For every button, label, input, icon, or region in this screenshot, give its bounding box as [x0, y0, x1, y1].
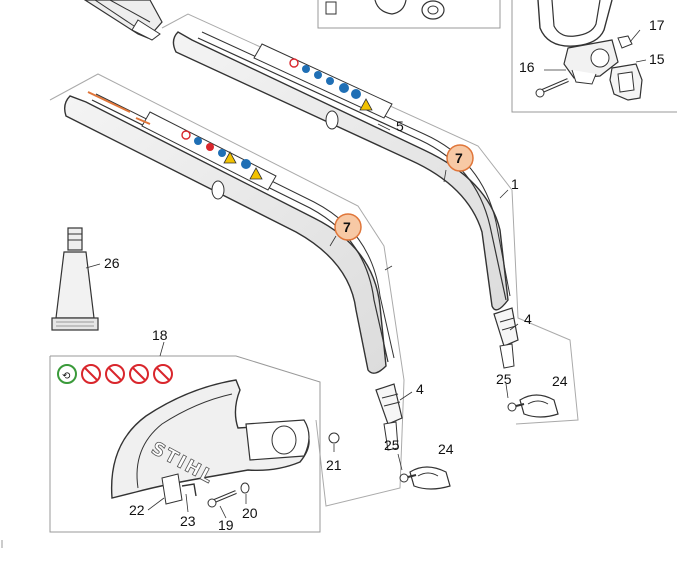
part-label-18: 18	[152, 327, 168, 343]
leader-lines	[85, 123, 519, 519]
top-right-frame	[511, 0, 677, 113]
part-label-17: 17	[649, 17, 665, 33]
shaft-safety-symbols-front	[181, 130, 263, 180]
grease-tube	[51, 227, 99, 331]
top-shaft-fragment	[83, 0, 163, 41]
part-label-24-rear: 24	[552, 373, 568, 389]
callout-7-front	[329, 213, 362, 247]
part-label-20: 20	[242, 505, 258, 521]
part-number-labels: 1 4 4 5 7 7 15 16 17 18 19 20 21 22 23 2…	[104, 17, 665, 533]
shaft-assembly-front	[49, 73, 451, 507]
part-label-7-front: 7	[343, 219, 351, 235]
part-label-1: 1	[511, 176, 519, 192]
part-label-15: 15	[649, 51, 665, 67]
part-label-21: 21	[326, 457, 342, 473]
part-label-5: 5	[396, 118, 404, 134]
part-label-24-front: 24	[438, 441, 454, 457]
deflector-kit: ⟲ STIHL	[49, 355, 340, 533]
shaft-assembly-rear	[161, 13, 579, 425]
part-label-23: 23	[180, 513, 196, 529]
part-label-4-front: 4	[416, 381, 424, 397]
callout-7-rear	[443, 144, 474, 183]
top-middle-frame	[317, 0, 501, 29]
svg-text:⟲: ⟲	[62, 371, 71, 382]
part-label-16: 16	[519, 59, 535, 75]
part-label-7-rear: 7	[455, 150, 463, 166]
part-label-26: 26	[104, 255, 120, 271]
deflector-warning-symbols: ⟲	[57, 364, 173, 384]
part-label-22: 22	[129, 502, 145, 518]
part-label-25-rear: 25	[496, 371, 512, 387]
part-label-25-front: 25	[384, 437, 400, 453]
shaft-safety-symbols-rear	[289, 58, 373, 111]
part-label-19: 19	[218, 517, 234, 533]
part-label-4-rear: 4	[524, 311, 532, 327]
